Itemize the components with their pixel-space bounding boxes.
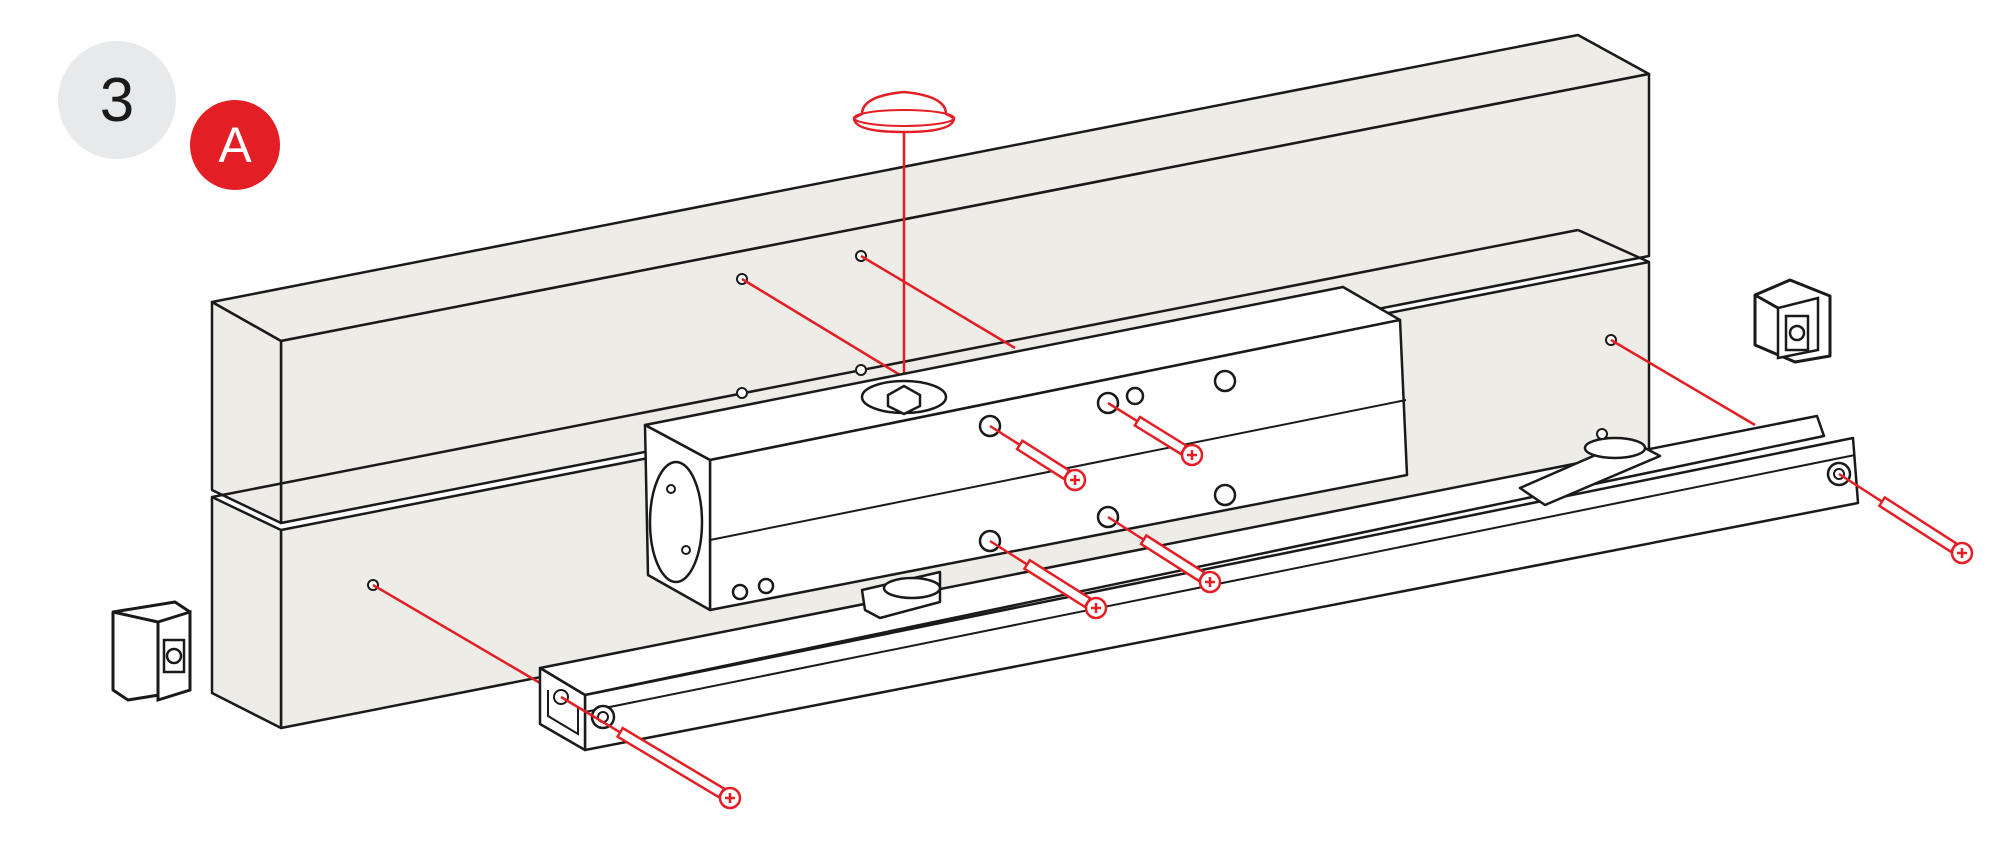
screw xyxy=(1838,472,1974,565)
closer-hole xyxy=(1125,386,1145,406)
right-end-cap xyxy=(1753,278,1832,364)
wall-hole xyxy=(855,364,867,376)
upper-beam-end-face xyxy=(210,300,283,525)
left-end-cap xyxy=(111,600,192,703)
step-number: 3 xyxy=(99,65,135,135)
variant-letter: A xyxy=(218,117,252,173)
valve-cap xyxy=(852,90,956,134)
screw xyxy=(560,695,742,810)
slide-rail xyxy=(538,414,1860,752)
screw xyxy=(989,539,1108,620)
lower-beam-end-face xyxy=(210,495,283,730)
screw xyxy=(989,424,1087,492)
closer-hole xyxy=(1213,369,1237,393)
wall-hole xyxy=(736,387,748,399)
closer-hole xyxy=(731,583,749,601)
step-number-badge: 3 xyxy=(58,41,176,159)
variant-badge: A xyxy=(190,100,280,190)
screw xyxy=(1107,401,1204,467)
closer-hole xyxy=(757,577,775,595)
rail-end-face xyxy=(538,666,587,752)
screw-layer xyxy=(560,401,1974,810)
closer-hole xyxy=(1213,483,1237,507)
guide-lines xyxy=(372,120,1756,685)
screw xyxy=(1107,515,1222,594)
valve-nut xyxy=(886,384,922,416)
